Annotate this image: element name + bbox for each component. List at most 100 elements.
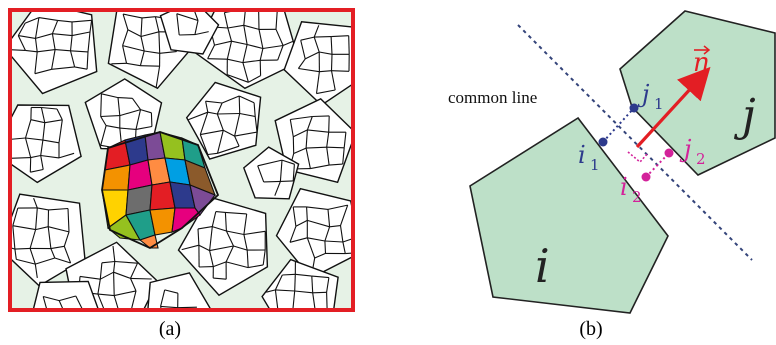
tile-cell-edge <box>214 40 232 46</box>
tile-cell-edge <box>231 40 248 46</box>
tile-cell-edge <box>305 147 311 169</box>
tile-cell-edge <box>57 19 73 23</box>
tile-cell-edge <box>42 139 60 144</box>
red-frame <box>8 8 355 312</box>
tile-cell-edge <box>216 130 224 154</box>
tile-cell-edge <box>300 40 306 60</box>
normal-arrow <box>635 66 711 149</box>
tile-cell-edge <box>101 260 115 264</box>
svg-text:n: n <box>693 48 710 78</box>
tile-cell-edge <box>24 17 40 24</box>
tile-cell-edge <box>225 211 247 215</box>
tile-cell-edge <box>139 50 145 66</box>
tile-cell-edge <box>10 137 26 140</box>
tile-cell-edge <box>282 40 293 47</box>
tile-cell-edge <box>227 24 244 29</box>
tile-cell-edge <box>275 29 284 46</box>
tile-cell-edge <box>150 112 153 127</box>
tile-cell-edge <box>330 70 336 91</box>
tile-cell-edge <box>282 273 296 276</box>
tile-cell-edge <box>342 238 353 243</box>
tile-cell-edge <box>289 119 294 137</box>
tile-polygon <box>10 104 82 184</box>
tile-cell-edge <box>160 305 178 309</box>
tile-cell-edge <box>257 159 283 167</box>
tile-cell-edge <box>100 93 102 117</box>
panel-a: (a) <box>8 8 355 340</box>
svg-text:1: 1 <box>654 95 664 113</box>
tile-cell-edge <box>119 127 137 130</box>
tile-cell-edge <box>225 230 234 247</box>
tile-cell-edge <box>319 70 332 73</box>
tile-cell-edge <box>86 323 104 328</box>
tile-cell-edge <box>155 66 161 88</box>
tile-cell-edge <box>298 327 316 328</box>
point-j1 <box>629 103 639 113</box>
tile-cell-edge <box>41 106 58 110</box>
tile-cell-edge <box>319 51 333 55</box>
tile-cell-edge <box>212 226 227 232</box>
tile-cell-edge <box>253 102 256 117</box>
tile-cell-edge <box>258 29 264 49</box>
tile-cell-edge <box>34 68 52 75</box>
tile-cell-edge <box>310 164 330 170</box>
tile-cell-edge <box>263 180 281 183</box>
tile-cell-edge <box>289 226 297 243</box>
colored-cell <box>138 234 159 249</box>
tile-cell-edge <box>209 226 213 251</box>
colored-cell <box>171 207 201 233</box>
tile-cell-edge <box>159 51 177 54</box>
tile-cell-edge <box>242 62 249 83</box>
tile-cell-edge <box>38 17 58 21</box>
tile-cell-edge <box>266 289 276 293</box>
tile-cell-edge <box>223 12 229 29</box>
tile-cell-edge <box>207 152 218 156</box>
tile-cell-edge <box>290 115 313 121</box>
tile-cell-edge <box>100 115 120 118</box>
tile-cell-edge <box>51 20 59 34</box>
tile-cell-edge <box>12 207 19 226</box>
tile-cell-edge <box>50 319 51 334</box>
tile-cell-edge <box>242 44 248 63</box>
tile-cell-edge <box>224 212 227 232</box>
tile-cell-edge <box>69 50 76 68</box>
tile-cell-edge <box>140 65 160 67</box>
tile-cell-edge <box>226 41 233 60</box>
tile-cell-edge <box>63 246 72 264</box>
tile-cell-edge <box>40 155 44 170</box>
tile-cell-edge <box>248 264 264 269</box>
tile-cell-edge <box>14 247 31 250</box>
tile-cell-edge <box>50 245 65 250</box>
tile-cell-edge <box>209 250 214 267</box>
tile-cell-edge <box>37 207 49 211</box>
tile-cell-edge <box>89 20 93 33</box>
tile-cell-edge <box>164 289 179 294</box>
point-i2 <box>641 172 651 182</box>
tile-cell-edge <box>205 100 223 104</box>
tile-cell-edge <box>40 140 44 156</box>
tile-cell-edge <box>225 245 234 263</box>
tile-cell-edge <box>33 198 38 209</box>
svg-text:2: 2 <box>696 150 706 168</box>
tile-cell-edge <box>48 226 70 233</box>
tile-cell-edge <box>87 31 91 52</box>
tile-cell-edge <box>34 264 38 278</box>
tile-cell-edge <box>292 290 296 310</box>
tile-cell-edge <box>55 49 71 52</box>
tile-cell-edge <box>122 45 145 52</box>
tile-cell-edge <box>312 292 316 310</box>
tile-cell-edge <box>67 208 70 232</box>
tile-cell-edge <box>306 116 313 131</box>
tile-cell-edge <box>100 125 107 146</box>
tile-cell-edge <box>234 113 241 137</box>
tile-cell-edge <box>324 226 331 242</box>
tile-cell-edge <box>293 129 308 138</box>
tile-cell-edge <box>71 31 91 37</box>
tile-polygon <box>261 258 339 310</box>
tile-cell-edge <box>198 244 210 252</box>
tile-cell-edge <box>50 335 67 336</box>
tile-cell-edge <box>12 225 36 231</box>
tile-cell-edge <box>194 31 209 36</box>
tile-cell-edge <box>277 45 284 61</box>
